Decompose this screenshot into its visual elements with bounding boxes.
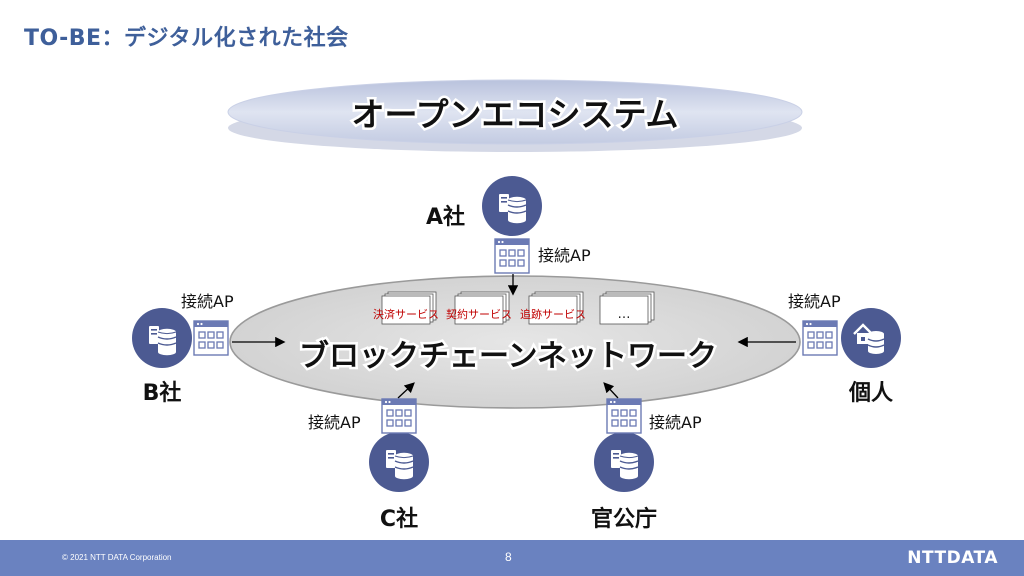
node-government: 官公庁 接続AP xyxy=(591,398,702,532)
services: 決済サービス 契約サービス 追跡サービス … xyxy=(373,291,655,325)
app-window-icon xyxy=(494,238,530,274)
connector-label: 接続AP xyxy=(308,413,361,432)
connection-arrows xyxy=(232,274,796,399)
connector-label: 接続AP xyxy=(181,292,234,311)
service-label: 契約サービス xyxy=(446,307,512,321)
connector-label: 接続AP xyxy=(538,246,591,265)
app-window-icon xyxy=(606,398,642,434)
node-c-label: C社 xyxy=(380,506,418,532)
footer-bar: © 2021 NTT DATA Corporation 8 NTTDATA xyxy=(0,540,1024,576)
blockchain-network: ブロックチェーンネットワーク xyxy=(229,275,801,409)
app-window-icon xyxy=(802,320,838,356)
connector-label: 接続AP xyxy=(649,413,702,432)
page-number: 8 xyxy=(505,550,512,564)
service-label: 追跡サービス xyxy=(520,307,586,321)
service-label: 決済サービス xyxy=(373,307,439,321)
copyright: © 2021 NTT DATA Corporation xyxy=(62,553,172,562)
node-c: C社 接続AP xyxy=(308,398,429,532)
arrow-c xyxy=(397,382,415,399)
connector-label: 接続AP xyxy=(788,292,841,311)
open-ecosystem: オープンエコシステム xyxy=(227,79,803,152)
app-window-icon xyxy=(381,398,417,434)
app-window-icon xyxy=(193,320,229,356)
node-a-label: A社 xyxy=(426,204,465,230)
node-government-label: 官公庁 xyxy=(591,506,657,532)
service-label: … xyxy=(618,307,631,322)
node-individual: 個人 接続AP xyxy=(788,292,901,406)
node-individual-label: 個人 xyxy=(848,381,893,406)
network-label: ブロックチェーンネットワーク xyxy=(299,339,717,374)
slide-title: TO-BE：デジタル化された社会 xyxy=(24,26,349,51)
blockchain-diagram: オープンエコシステム ブロックチェーンネットワーク 決済サービス 契約サービス … xyxy=(132,79,901,532)
ntt-data-logo: NTTDATA xyxy=(907,548,998,568)
node-a: A社 接続AP xyxy=(426,176,591,274)
arrow-government xyxy=(603,382,619,399)
node-b-label: B社 xyxy=(143,380,182,406)
ecosystem-label: オープンエコシステム xyxy=(351,95,678,134)
node-b: B社 接続AP xyxy=(132,292,234,406)
